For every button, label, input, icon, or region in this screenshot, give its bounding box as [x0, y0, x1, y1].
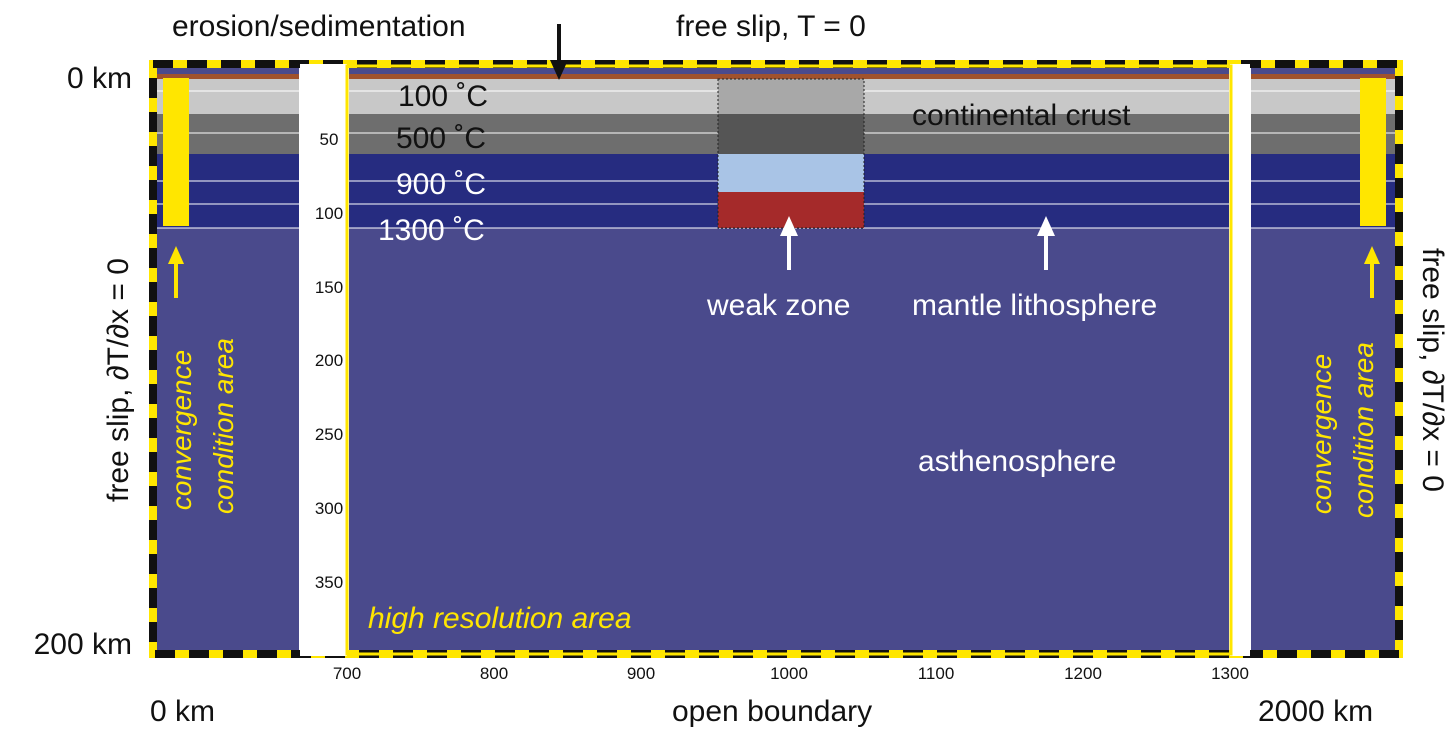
weak-zone-block: [717, 78, 865, 229]
inner-axis-strip: [300, 64, 347, 656]
x-tick: 1100: [918, 664, 955, 683]
x-tick: 1000: [770, 664, 808, 683]
right-distance-label: 2000 km: [1258, 695, 1373, 728]
x-tick: 900: [627, 664, 655, 683]
depth-tick: 50: [320, 130, 339, 149]
isotherm-100-label: 100 ˚C: [398, 80, 488, 113]
left-convergence-label-2: condition area: [208, 338, 239, 514]
high-resolution-frame: [345, 64, 1233, 656]
x-tick: 1300: [1211, 664, 1249, 683]
right-convergence-arrow: [1364, 246, 1380, 298]
right-gap-strip: [1230, 64, 1250, 656]
bottom-x-axis: 700 800 900 1000 1100 1200 1300: [333, 664, 1249, 683]
right-convergence-label-2: condition area: [1348, 342, 1379, 518]
mantle-lithosphere-label: mantle lithosphere: [912, 289, 1157, 322]
left-convergence-label-1: convergence: [166, 350, 197, 510]
erosion-arrow: [550, 24, 568, 80]
left-convergence-bar: [163, 78, 189, 226]
mantle-lithosphere-arrow: [1037, 216, 1055, 270]
left-boundary-label: free slip, ∂T/∂x = 0: [102, 258, 135, 502]
isotherm-900-label: 900 ˚C: [396, 168, 486, 201]
inner-depth-axis: 50 100 150 200 250 300 350: [315, 130, 343, 592]
weak-zone-arrow: [780, 216, 798, 270]
depth-top-label: 0 km: [67, 62, 132, 95]
top-boundary-label: free slip, T = 0: [676, 10, 866, 43]
asthenosphere-label: asthenosphere: [918, 445, 1117, 478]
depth-tick: 150: [315, 278, 343, 297]
depth-tick: 100: [315, 204, 343, 223]
erosion-label: erosion/sedimentation: [172, 10, 466, 43]
bottom-boundary-label: open boundary: [672, 695, 872, 728]
x-tick: 700: [333, 664, 361, 683]
left-distance-label: 0 km: [150, 695, 215, 728]
depth-tick: 250: [315, 425, 343, 444]
high-resolution-area-label: high resolution area: [368, 602, 632, 635]
right-boundary-label: free slip, ∂T/∂x = 0: [1416, 248, 1449, 492]
isotherm-1300-label: 1300 ˚C: [378, 214, 485, 247]
depth-tick: 350: [315, 573, 343, 592]
left-convergence-arrow: [168, 246, 184, 298]
depth-tick: 200: [315, 351, 343, 370]
right-convergence-label-1: convergence: [1306, 354, 1337, 514]
isotherm-500-label: 500 ˚C: [396, 122, 486, 155]
x-tick: 800: [480, 664, 508, 683]
weak-zone-label: weak zone: [706, 289, 850, 322]
depth-bottom-label: 200 km: [34, 628, 132, 661]
right-convergence-bar: [1360, 78, 1386, 226]
continental-crust-label: continental crust: [912, 99, 1131, 132]
depth-tick: 300: [315, 499, 343, 518]
x-tick: 1200: [1064, 664, 1102, 683]
